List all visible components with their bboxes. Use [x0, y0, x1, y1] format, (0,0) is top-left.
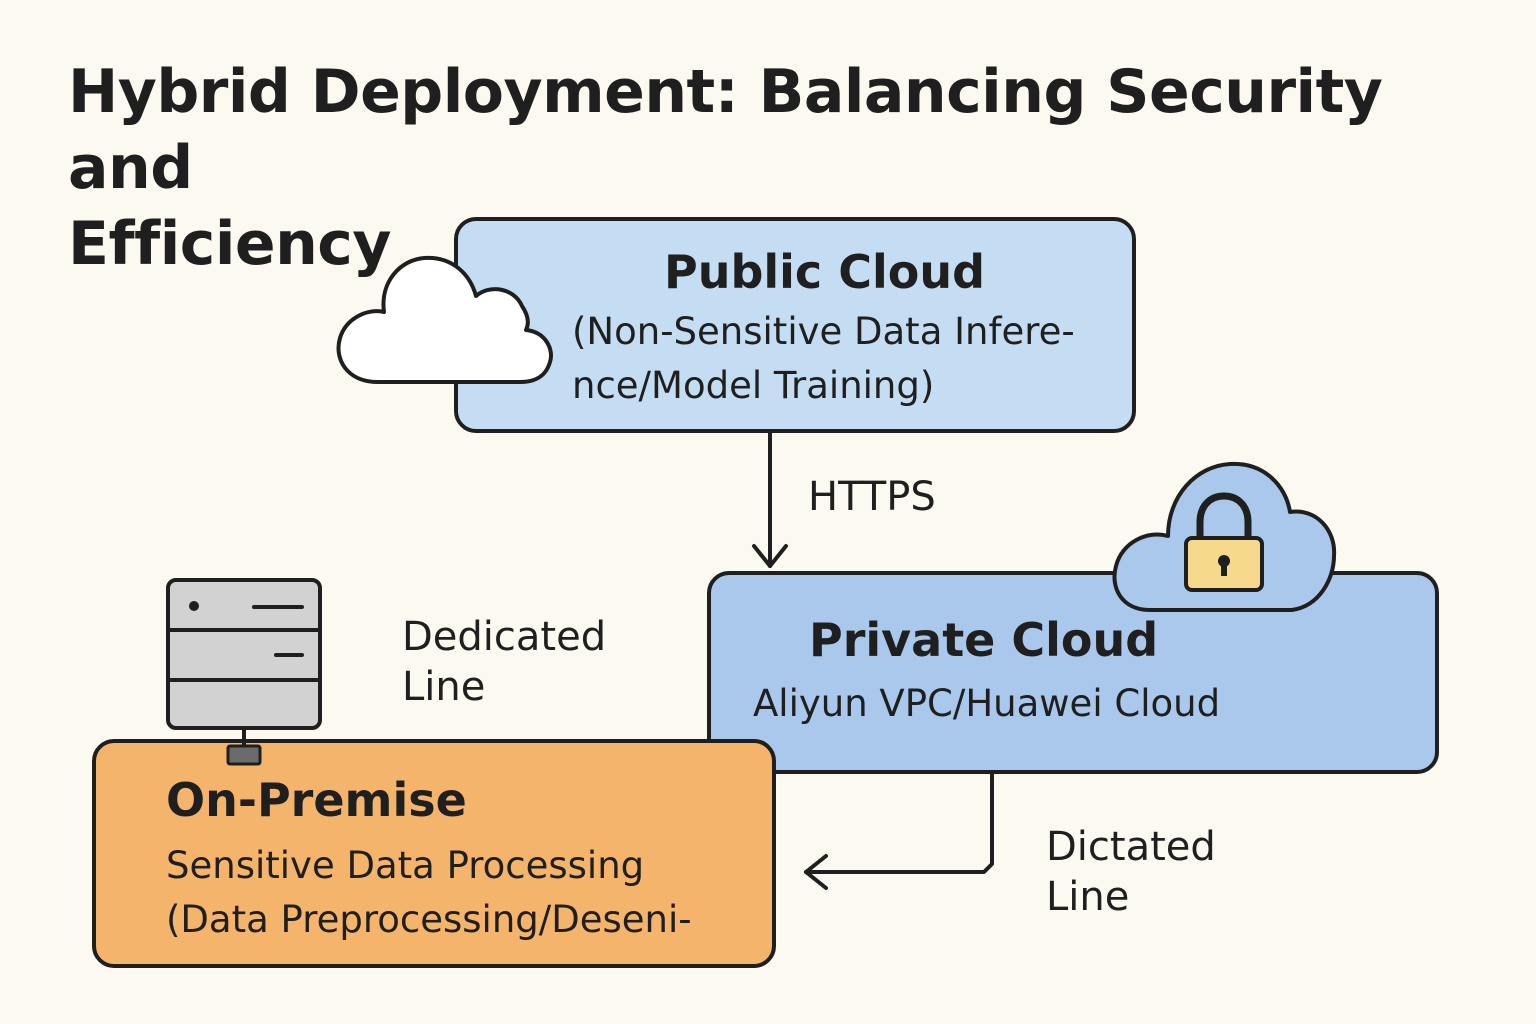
- on-premise-desc-line-2: (Data Preprocessing/Deseni-: [166, 898, 692, 941]
- private-cloud-title: Private Cloud: [809, 613, 1159, 667]
- dictated-label-line-1: Dictated: [1046, 824, 1216, 870]
- dedicated-line-label: Dedicated Line: [402, 612, 606, 712]
- page-title: Hybrid Deployment: Balancing Security an…: [68, 54, 1488, 282]
- dictated-label-line-2: Line: [1046, 874, 1130, 920]
- public-cloud-title: Public Cloud: [664, 245, 986, 299]
- public-cloud-description: (Non-Sensitive Data Infere- nce/Model Tr…: [572, 305, 1075, 413]
- private-cloud-description: Aliyun VPC/Huawei Cloud: [753, 682, 1221, 725]
- https-arrow: [752, 431, 788, 568]
- dedicated-label-line-2: Line: [402, 664, 486, 710]
- on-premise-box: On-Premise Sensitive Data Processing (Da…: [92, 739, 776, 968]
- on-premise-title: On-Premise: [166, 773, 467, 827]
- server-icon: [166, 578, 322, 766]
- public-cloud-box: Public Cloud (Non-Sensitive Data Infere-…: [454, 217, 1136, 433]
- dedicated-label-line-1: Dedicated: [402, 614, 607, 660]
- dictated-line-arrow: [804, 772, 994, 890]
- on-premise-description: Sensitive Data Processing (Data Preproce…: [166, 839, 692, 947]
- public-cloud-desc-line-1: (Non-Sensitive Data Infere-: [572, 310, 1075, 353]
- dictated-line-label: Dictated Line: [1046, 822, 1216, 922]
- https-label: HTTPS: [808, 474, 936, 520]
- title-line-1: Hybrid Deployment: Balancing Security an…: [68, 57, 1383, 203]
- private-cloud-box: Private Cloud Aliyun VPC/Huawei Cloud: [707, 571, 1439, 774]
- public-cloud-desc-line-2: nce/Model Training): [572, 364, 935, 407]
- on-premise-desc-line-1: Sensitive Data Processing: [166, 844, 645, 887]
